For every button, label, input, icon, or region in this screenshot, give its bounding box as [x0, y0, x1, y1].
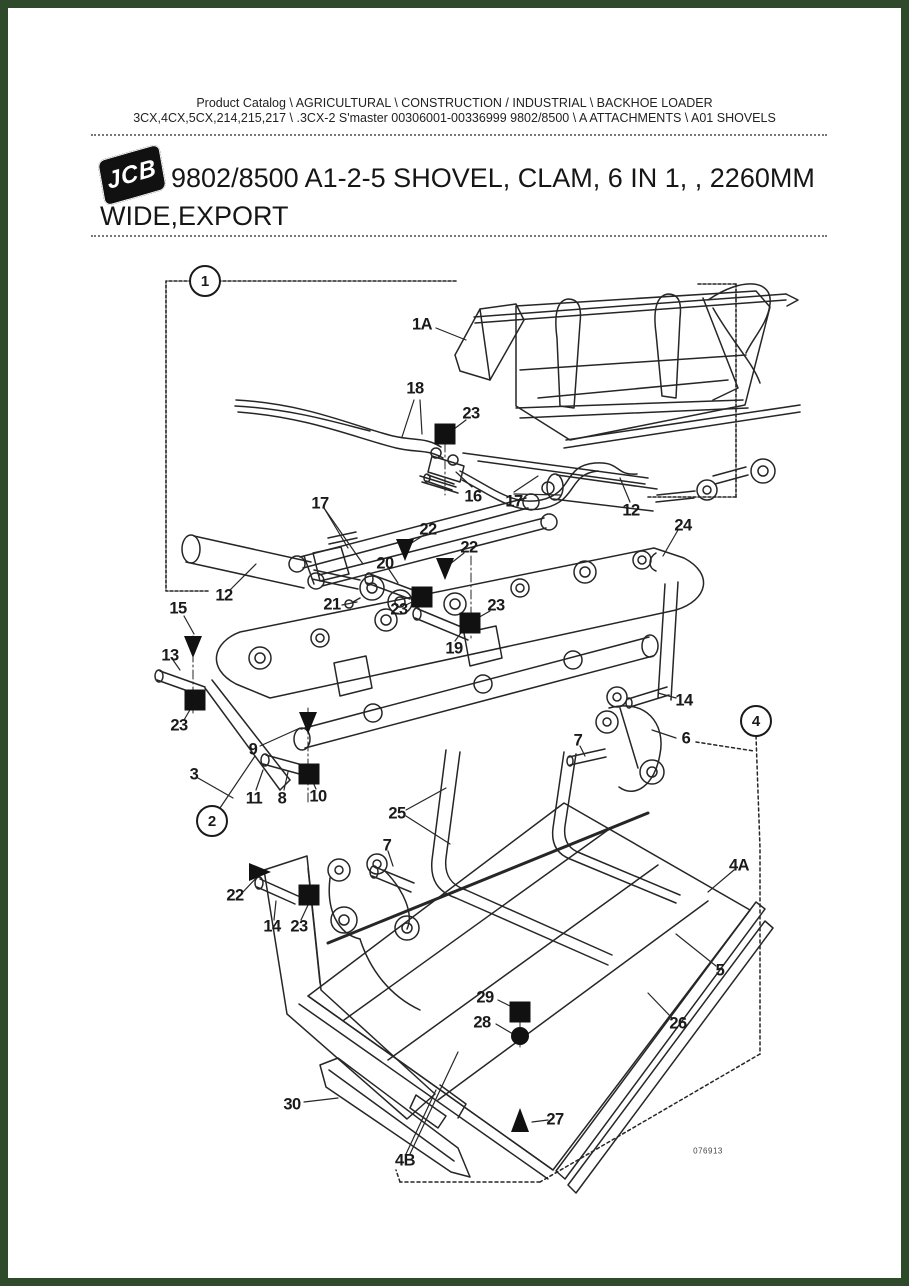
separator-under-title	[91, 235, 827, 237]
callout-23: 23	[487, 596, 505, 615]
tines	[430, 749, 681, 966]
callout-12: 12	[622, 501, 640, 520]
callout-7: 7	[573, 731, 583, 750]
callout-14: 14	[263, 917, 281, 936]
marker-triangle-right	[249, 863, 271, 881]
hoses	[234, 399, 638, 511]
callout-24: 24	[674, 516, 692, 535]
callout-20: 20	[376, 554, 394, 573]
callout-23: 23	[462, 404, 480, 423]
drawing-number-watermark: 076913	[693, 1146, 723, 1156]
marker-square	[411, 586, 433, 608]
breadcrumb-line-1: Product Catalog \ AGRICULTURAL \ CONSTRU…	[196, 96, 713, 110]
marker-triangle-down	[396, 539, 414, 561]
marker-square	[298, 884, 320, 906]
callout-17: 17	[505, 492, 523, 511]
marker-square	[298, 763, 320, 785]
callout-13: 13	[161, 646, 179, 665]
callout-4: 4	[740, 705, 772, 737]
marker-square	[459, 612, 481, 634]
hinge-links	[327, 686, 665, 1011]
callout-26: 26	[669, 1014, 687, 1033]
callout-22: 22	[419, 520, 437, 539]
assembly-1-border	[165, 280, 737, 592]
callout-28: 28	[473, 1013, 491, 1032]
callout-6: 6	[681, 729, 691, 748]
marker-square	[434, 423, 456, 445]
callout-23: 23	[290, 917, 308, 936]
callout-1: 1	[189, 265, 221, 297]
page-title-line-1: 9802/8500 A1-2-5 SHOVEL, CLAM, 6 IN 1, ,…	[171, 163, 815, 193]
assembly-4-bracket	[395, 735, 761, 1183]
marker-triangle-down	[184, 636, 202, 658]
marker-triangle-up	[511, 1108, 529, 1132]
marker-square	[509, 1001, 531, 1023]
callout-11: 11	[245, 789, 263, 808]
page-title-line-2: WIDE,EXPORT	[100, 201, 289, 231]
callout-29: 29	[476, 988, 494, 1007]
link-rods	[288, 493, 558, 590]
marker-triangle-down	[436, 558, 454, 580]
separator-top	[91, 134, 827, 136]
breadcrumb: Product Catalog \ AGRICULTURAL \ CONSTRU…	[8, 96, 901, 126]
callout-23: 23	[170, 716, 188, 735]
callout-4a: 4A	[728, 856, 750, 875]
callout-1a: 1A	[411, 315, 433, 334]
callout-4b: 4B	[394, 1151, 416, 1170]
callout-30: 30	[283, 1095, 301, 1114]
breadcrumb-line-2: 3CX,4CX,5CX,214,215,217 \ .3CX-2 S'maste…	[133, 111, 776, 125]
callout-15: 15	[169, 599, 187, 618]
marker-square	[184, 689, 206, 711]
callout-23: 23	[390, 600, 408, 619]
callout-21: 21	[323, 595, 341, 614]
callout-25: 25	[388, 804, 406, 823]
marker-triangle-down	[299, 712, 317, 734]
callout-8: 8	[277, 789, 287, 808]
callout-27: 27	[546, 1110, 564, 1129]
callout-14: 14	[675, 691, 693, 710]
main-frame	[204, 547, 705, 791]
callout-3: 3	[189, 765, 199, 784]
right-ram	[541, 458, 776, 512]
callout-22: 22	[226, 886, 244, 905]
callout-12: 12	[215, 586, 233, 605]
callout-22: 22	[460, 538, 478, 557]
callout-16: 16	[464, 487, 482, 506]
callout-5: 5	[715, 961, 725, 980]
top-bucket	[454, 283, 801, 485]
callout-9: 9	[248, 740, 258, 759]
exploded-parts-diagram	[154, 280, 801, 1194]
callout-18: 18	[406, 379, 424, 398]
marker-dot	[511, 1027, 529, 1045]
callout-2: 2	[196, 805, 228, 837]
callout-10: 10	[309, 787, 327, 806]
callout-19: 19	[445, 639, 463, 658]
callout-7: 7	[382, 836, 392, 855]
callout-17: 17	[311, 494, 329, 513]
lower-bucket	[263, 802, 774, 1194]
